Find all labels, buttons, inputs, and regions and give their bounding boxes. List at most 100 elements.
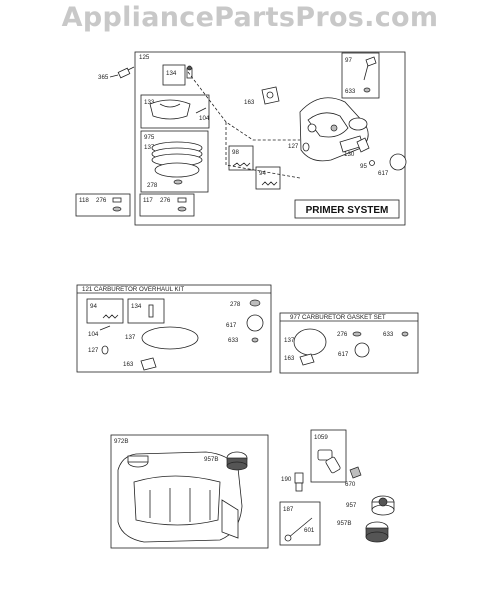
label-601: 601 (304, 527, 315, 534)
dashed-connector-2 (225, 122, 301, 179)
kit-part-633 (251, 337, 259, 343)
label-137-b: 137 (125, 334, 136, 341)
label-957b-b: 957B (337, 520, 351, 527)
part-670 (349, 466, 362, 479)
kit-box-134 (127, 298, 165, 324)
gasket-part-137 (293, 328, 327, 356)
label-957b-a: 957B (204, 456, 218, 463)
fuel-parts-group: 1059 190 670 957 187 601 957B (279, 429, 395, 546)
label-98: 98 (232, 149, 239, 156)
label-163: 163 (244, 99, 255, 106)
gasket-part-163 (299, 353, 315, 366)
label-365: 365 (98, 74, 109, 81)
box-94 (255, 166, 281, 190)
label-633-b: 633 (228, 337, 239, 344)
part-97-screw (363, 56, 377, 93)
part-94-screw (261, 181, 278, 186)
box-972b (110, 434, 269, 549)
label-276-c: 276 (337, 331, 348, 338)
part-957b-cap-b (365, 521, 389, 543)
part-975-float-rings (151, 141, 203, 178)
primer-system-title: PRIMER SYSTEM (306, 205, 389, 216)
kit-part-278 (249, 299, 261, 307)
part-163-gasket (261, 86, 280, 105)
overhaul-kit-frame (76, 284, 272, 373)
part-carburetor-body (299, 97, 369, 162)
dashed-connector-1 (187, 71, 300, 141)
part-118-jet (112, 197, 122, 212)
label-975: 975 (144, 134, 155, 141)
label-187: 187 (283, 506, 294, 513)
part-133-bowl (149, 99, 191, 120)
label-972b: 972B (114, 438, 128, 445)
kit-part-94 (102, 314, 119, 319)
kit-part-127 (101, 345, 109, 355)
gasket-part-617 (354, 342, 370, 358)
gasket-set-title: 977 CARBURETOR GASKET SET (290, 314, 386, 321)
label-127-b: 127 (88, 347, 99, 354)
part-117-jet (177, 197, 187, 212)
label-117: 117 (143, 197, 153, 204)
label-104-b: 104 (88, 331, 99, 338)
label-133: 133 (144, 99, 155, 106)
part-617-oring (389, 153, 407, 171)
label-137-c: 137 (284, 337, 295, 344)
label-127-a: 127 (288, 143, 299, 150)
part-278-washer (173, 179, 183, 185)
kit-part-137 (141, 326, 199, 350)
part-95 (369, 160, 375, 166)
label-163-b: 163 (123, 361, 134, 368)
label-95: 95 (360, 163, 367, 170)
box-133 (140, 94, 210, 129)
part-1059-valve (317, 449, 341, 474)
label-276-b: 276 (160, 197, 171, 204)
box-975 (140, 130, 209, 193)
kit-part-163 (140, 357, 157, 371)
label-190: 190 (281, 476, 292, 483)
kit-part-104 (99, 325, 111, 331)
part-134-needle (186, 65, 193, 79)
box-1059 (310, 429, 347, 483)
label-134-b: 134 (131, 303, 142, 310)
part-957b-cap-a (226, 451, 248, 471)
gasket-part-633 (401, 331, 409, 337)
part-98-spring (232, 162, 251, 167)
overhaul-kit-title: 121 CARBURETOR OVERHAUL KIT (82, 286, 184, 293)
leader-365 (109, 74, 119, 78)
box-134 (162, 64, 186, 86)
gasket-part-276 (352, 331, 362, 337)
primer-system-group: 125 PRIMER SYSTEM 365 134 133 104 975 13 (98, 51, 407, 226)
label-670: 670 (345, 481, 356, 488)
label-134: 134 (166, 70, 177, 77)
kit-box-94 (86, 298, 124, 324)
carburetor-overhaul-kit: 121 CARBURETOR OVERHAUL KIT 94 134 104 1… (76, 284, 272, 373)
watermark: AppliancePartsPros.com (61, 2, 439, 33)
fuel-tank-group: 972B 957B (110, 434, 269, 549)
label-130: 130 (344, 151, 355, 158)
group-125-frame (134, 51, 406, 226)
label-276-a: 276 (96, 197, 107, 204)
label-137: 137 (144, 144, 155, 151)
part-190-fitting (294, 472, 304, 492)
part-972b-fuel-tank (117, 451, 243, 543)
part-127-oring (302, 142, 310, 152)
box-98 (228, 145, 254, 171)
label-633-a: 633 (345, 88, 356, 95)
label-104: 104 (199, 115, 210, 122)
part-130-seat (356, 137, 370, 153)
label-1059: 1059 (314, 434, 328, 441)
box-187 (279, 501, 321, 546)
label-617-a: 617 (378, 170, 389, 177)
part-104-pin (195, 107, 207, 114)
part-365-screw (117, 66, 135, 79)
label-118: 118 (79, 197, 89, 204)
label-94-b: 94 (90, 303, 97, 310)
label-957: 957 (346, 502, 357, 509)
label-278-b: 278 (230, 301, 241, 308)
label-97: 97 (345, 57, 352, 64)
kit-part-134 (148, 304, 154, 318)
label-633-c: 633 (383, 331, 394, 338)
box-117 (139, 193, 195, 217)
part-187-fuel-line (284, 517, 313, 542)
